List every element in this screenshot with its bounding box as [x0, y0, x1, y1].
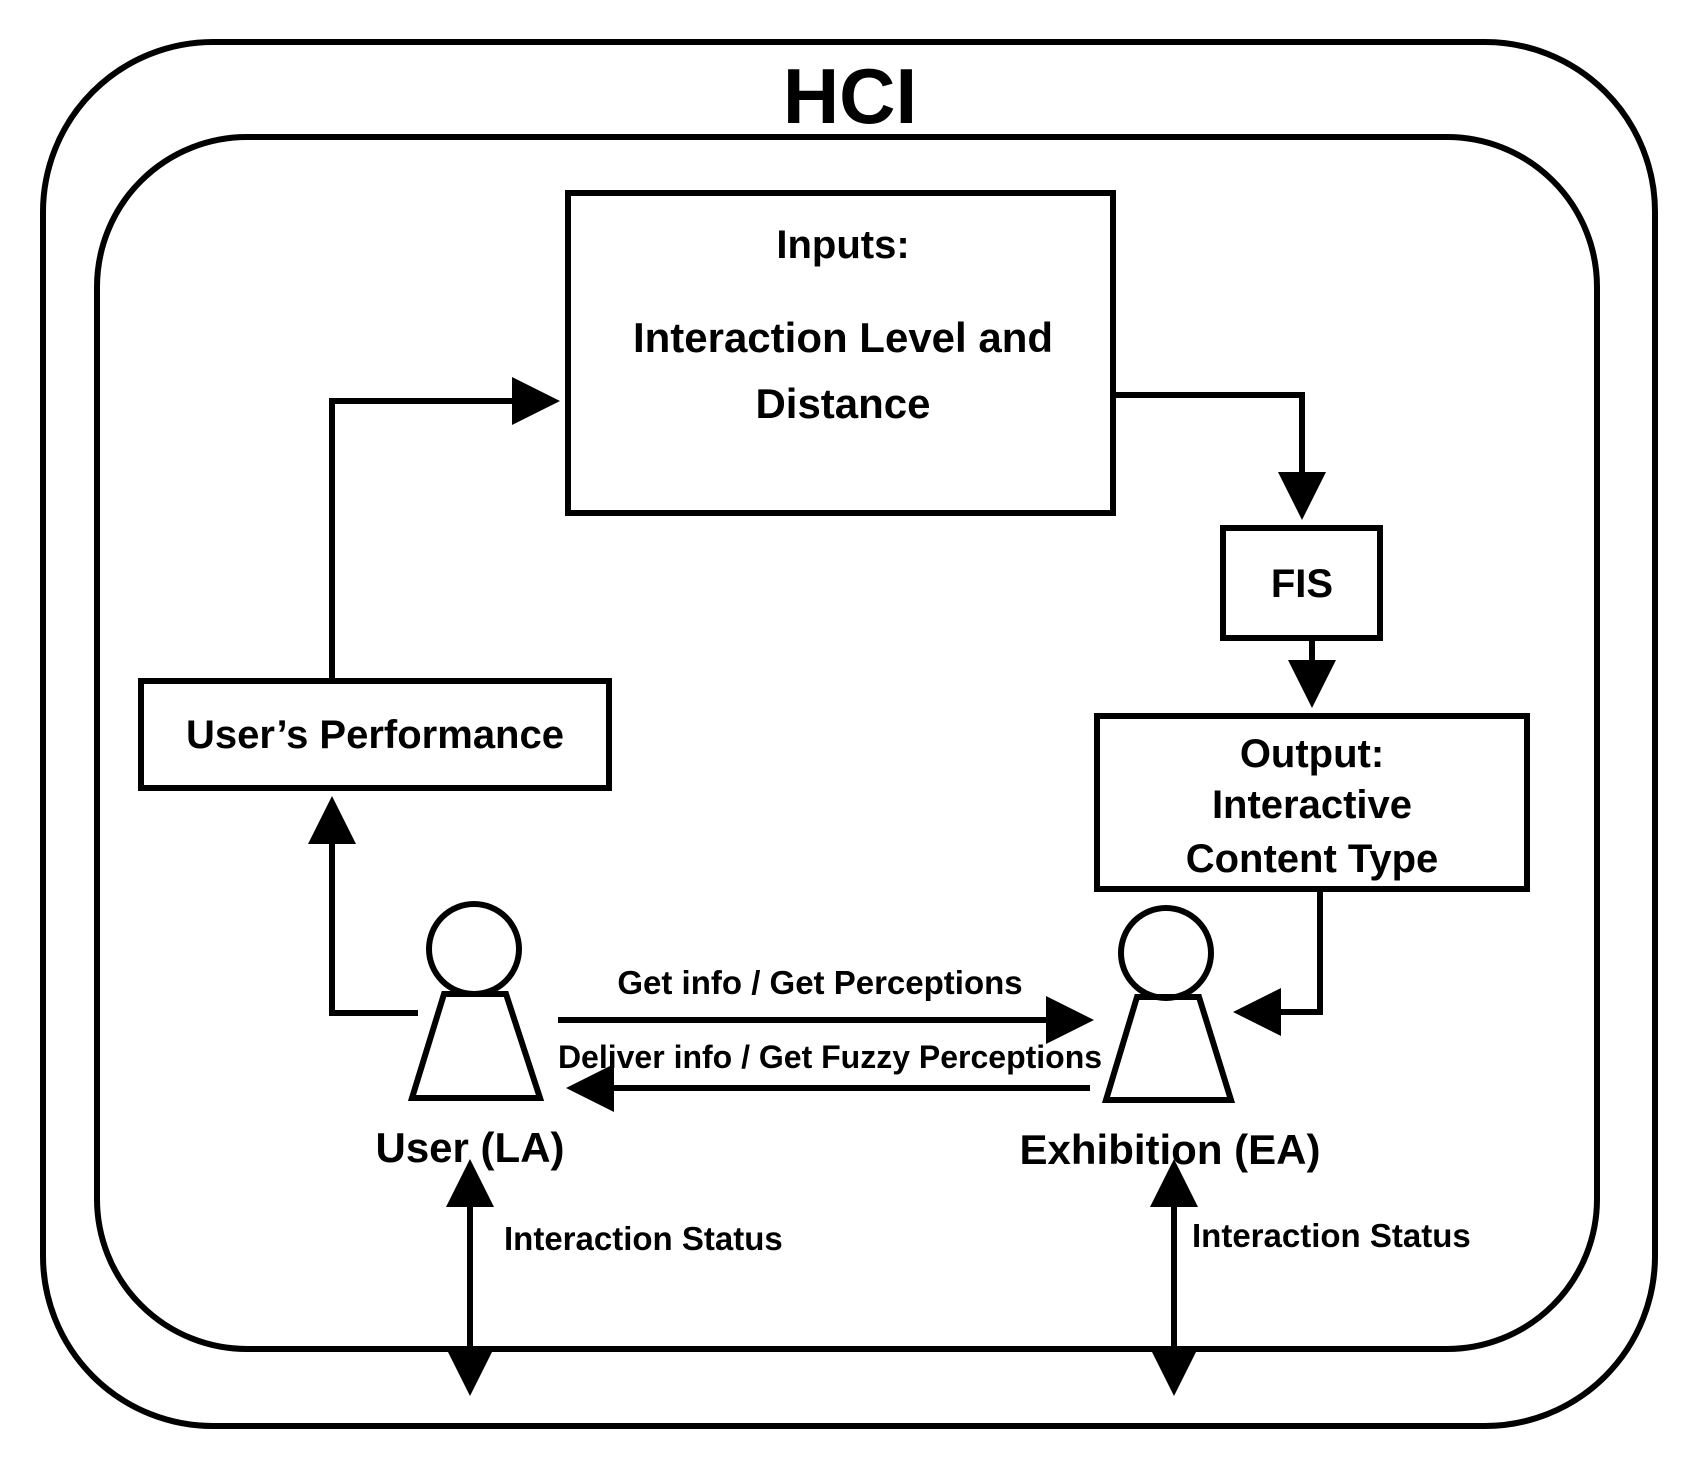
diagram-title: HCI [783, 52, 917, 140]
inputs-heading: Inputs: [776, 223, 909, 267]
exhibition-interaction-status-label: Interaction Status [1192, 1217, 1471, 1254]
output-line2: Interactive [1212, 783, 1412, 827]
output-line1: Output: [1240, 732, 1384, 776]
performance-label: User’s Performance [186, 713, 564, 757]
user-interaction-status-label: Interaction Status [504, 1220, 783, 1257]
performance-box [138, 678, 612, 791]
outer-frame [40, 39, 1658, 1429]
inputs-box [565, 190, 1116, 516]
deliver-info-label: Deliver info / Get Fuzzy Perceptions [558, 1039, 1102, 1075]
fis-label: FIS [1271, 562, 1333, 606]
arrow-inputs-to-fis [1113, 392, 1326, 520]
arrow-performance-to-inputs [329, 377, 560, 681]
arrow-user-to-performance [308, 796, 418, 1016]
exhibition-agent-label: Exhibition (EA) [1020, 1126, 1321, 1173]
exhibition-agent-icon [1101, 905, 1236, 1103]
output-line3: Content Type [1186, 837, 1439, 881]
get-info-label: Get info / Get Perceptions [617, 964, 1022, 1001]
arrow-output-to-exhibition [1233, 889, 1323, 1036]
user-agent-icon [407, 901, 545, 1101]
inputs-line1: Interaction Level and [633, 314, 1053, 361]
fis-box [1220, 525, 1383, 641]
inner-frame [94, 134, 1600, 1352]
inputs-line2: Distance [755, 380, 930, 427]
user-agent-label: User (LA) [375, 1124, 564, 1171]
output-box [1094, 713, 1530, 892]
